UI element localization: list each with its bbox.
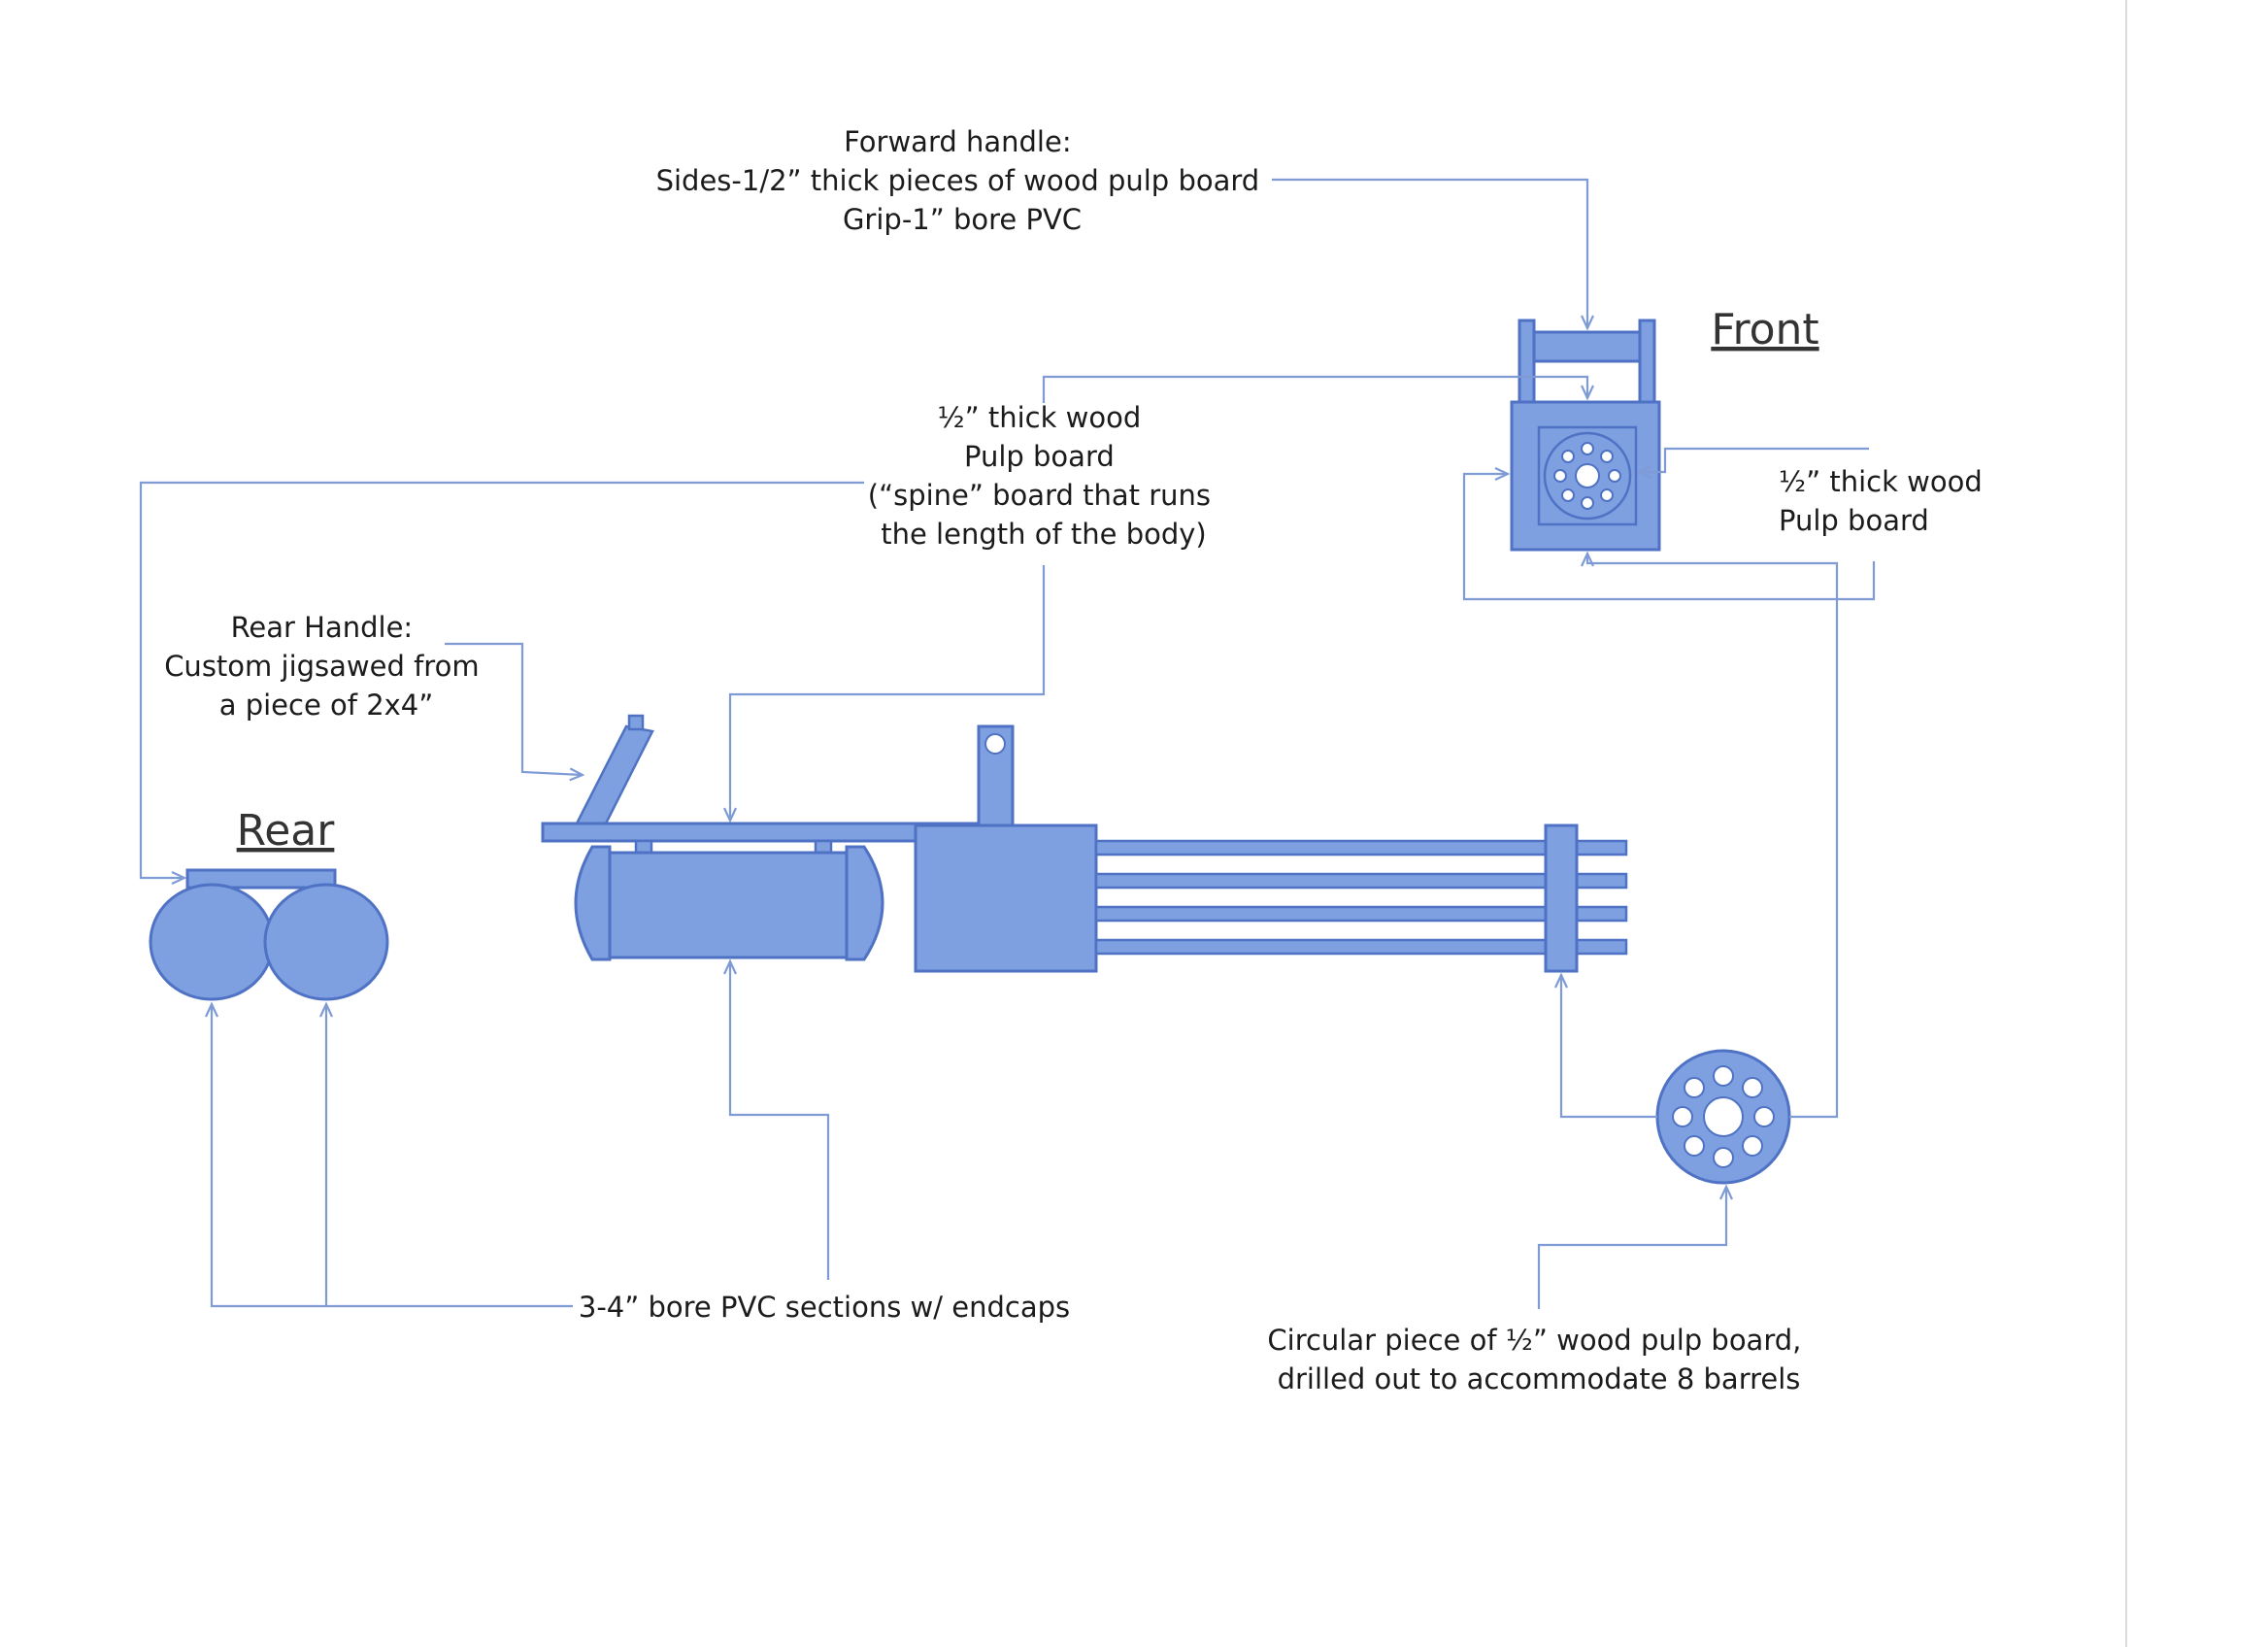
front-disc-hole — [1561, 450, 1575, 463]
front-disc-hole — [1553, 469, 1567, 483]
rear-handle — [575, 724, 654, 829]
barrel-4 — [1094, 938, 1628, 956]
label-circular-plate: Circular piece of ½” wood pulp board, dr… — [1267, 1324, 1810, 1395]
rear-view-title: Rear — [237, 806, 336, 856]
leader-plate-to-clamp — [1561, 975, 1657, 1119]
leader-spine-to-front — [1042, 375, 1587, 403]
barrel-clamp — [1544, 824, 1579, 973]
front-disc-hole — [1561, 488, 1575, 502]
barrel-plate-hole — [1753, 1106, 1775, 1127]
leader-front-board — [1462, 474, 1876, 601]
barrel-3 — [1094, 905, 1628, 923]
leader-circular-label — [1537, 1187, 1726, 1309]
front-disc-hole — [1600, 488, 1614, 502]
front-view-title: Front — [1711, 305, 1818, 354]
label-front-board: ½” thick wood Pulp board — [1779, 465, 1991, 537]
barrel-plate-hole — [1713, 1065, 1734, 1087]
front-disc-hole — [1581, 442, 1594, 455]
barrel-plate-hole — [1742, 1077, 1763, 1098]
front-disc-hole — [1600, 450, 1614, 463]
label-pvc-sections: 3-4” bore PVC sections w/ endcaps — [579, 1291, 1070, 1324]
rear-view-tube-left — [149, 883, 275, 1001]
leader-spine-to-rear — [139, 481, 864, 878]
leader-forward-handle — [1272, 178, 1587, 328]
rear-view-spine — [185, 868, 337, 890]
leader-pvc-to-body — [730, 961, 830, 1280]
label-spine-board: ½” thick wood Pulp board (“spine” board … — [868, 401, 1219, 551]
leader-pvc-to-rear-left — [212, 1004, 573, 1308]
front-disc-hole — [1581, 496, 1594, 510]
barrel-plate-hole — [1684, 1135, 1705, 1157]
side-view-gun — [541, 714, 1628, 973]
main-housing — [914, 824, 1098, 973]
barrel-plate — [1655, 1049, 1791, 1185]
label-forward-handle: Forward handle: Sides-1/2” thick pieces … — [656, 125, 1269, 236]
pvc-endcap-rear — [574, 845, 612, 961]
front-disc-hole — [1608, 469, 1621, 483]
front-handle-grip — [1532, 330, 1642, 363]
barrel-plate-center-hole — [1703, 1096, 1744, 1137]
leader-spine-to-body — [730, 565, 1046, 821]
leader-rear-handle — [445, 642, 583, 775]
barrel-2 — [1094, 872, 1628, 890]
rear-view-tube-right — [263, 883, 389, 1001]
front-disc-center-hole — [1575, 463, 1600, 488]
carry-post-hole — [984, 733, 1006, 755]
barrel-plate-hole — [1684, 1077, 1705, 1098]
label-rear-handle: Rear Handle: Custom jigsawed from a piec… — [164, 611, 488, 722]
pvc-body-tube — [598, 851, 856, 959]
front-view — [1510, 319, 1661, 552]
barrel-plate-hole — [1672, 1106, 1693, 1127]
leader-front-board-inner — [1639, 447, 1869, 472]
barrel-plate-hole — [1742, 1135, 1763, 1157]
rear-view — [149, 868, 389, 1001]
pvc-endcap-front — [845, 845, 884, 961]
barrel-plate-hole — [1713, 1147, 1734, 1168]
leader-plate-to-front — [1587, 554, 1839, 1119]
rear-handle-tip — [627, 714, 645, 731]
barrel-1 — [1094, 839, 1628, 857]
